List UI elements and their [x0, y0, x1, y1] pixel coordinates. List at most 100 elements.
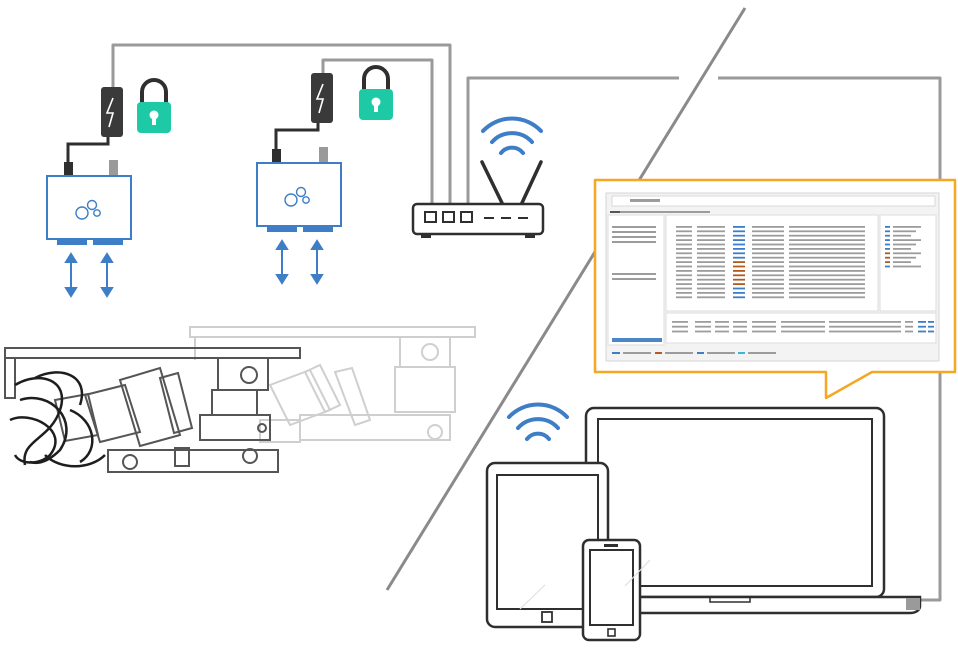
padlock-icon: [137, 78, 171, 133]
ui-line: [697, 283, 725, 285]
ui-line: [789, 283, 865, 285]
ui-line: [697, 296, 725, 299]
ui-line: [733, 261, 745, 263]
ui-line: [789, 287, 865, 290]
power-supply-icon: [311, 73, 333, 123]
ui-line: [893, 252, 921, 255]
ui-line: [752, 287, 784, 290]
ui-line: [676, 283, 692, 285]
ui-table-lines: [676, 226, 865, 299]
ui-line: [781, 330, 825, 333]
ui-line: [752, 296, 784, 299]
ui-line: [733, 239, 745, 241]
ui-line: [885, 230, 890, 233]
ui-line: [789, 278, 865, 281]
ui-line: [789, 230, 865, 233]
ui-line: [752, 265, 784, 268]
ui-line: [789, 234, 865, 237]
ui-line: [676, 230, 692, 233]
ui-line: [752, 230, 784, 233]
ui-line: [905, 321, 913, 323]
ui-line: [752, 226, 784, 228]
dc-plug: [272, 149, 281, 163]
ui-line: [893, 234, 911, 237]
ui-line: [733, 226, 745, 228]
ui-line: [676, 243, 692, 246]
ui-line: [893, 230, 916, 233]
ui-line: [676, 239, 692, 241]
ui-line: [733, 265, 745, 268]
ui-line: [789, 248, 865, 250]
ui-line: [752, 325, 776, 328]
ui-line: [697, 352, 704, 354]
ui-line: [612, 352, 620, 354]
ui-line: [676, 252, 692, 255]
bidirectional-arrow-icon: [275, 239, 324, 285]
ui-line: [707, 352, 735, 354]
ui-line: [697, 265, 725, 268]
wifi-icon: [481, 116, 543, 155]
ui-line: [676, 261, 692, 263]
ui-line: [676, 226, 692, 228]
padlock-icon: [359, 65, 393, 120]
ui-line: [752, 261, 784, 263]
dc-cable: [66, 137, 110, 168]
ui-line: [829, 325, 901, 328]
divider-line: [385, 7, 747, 591]
ui-line: [893, 226, 921, 228]
ui-line: [893, 265, 921, 268]
eth-plug: [319, 147, 328, 163]
ui-line: [789, 226, 865, 228]
ui-line: [715, 325, 729, 328]
ui-line: [733, 256, 745, 259]
ui-line: [697, 243, 725, 246]
ui-line: [715, 330, 729, 333]
ui-line: [885, 234, 890, 237]
ui-line: [733, 321, 747, 323]
ui-line: [789, 261, 865, 263]
ui-line: [733, 274, 745, 277]
ui-line: [695, 330, 711, 333]
power-supply-icon: [101, 87, 123, 137]
ui-line: [697, 252, 725, 255]
controller-box-icon: [46, 175, 132, 245]
ui-line: [918, 330, 926, 333]
ui-line: [789, 265, 865, 268]
ui-line: [676, 278, 692, 281]
ui-line: [781, 321, 825, 323]
ui-line: [752, 274, 784, 277]
ui-line: [697, 230, 725, 233]
bidirectional-arrow-icon: [64, 252, 114, 298]
router-icon: [411, 160, 545, 238]
ui-line: [676, 287, 692, 290]
ui-line: [655, 352, 662, 354]
web-interface-callout: [593, 178, 957, 400]
cable-psu1-to-router: [111, 43, 452, 210]
ui-line: [789, 270, 865, 272]
ui-line: [676, 296, 692, 299]
controller-group-1: [46, 78, 171, 298]
ui-line: [789, 296, 865, 299]
ui-line: [733, 230, 745, 233]
ui-line: [738, 352, 745, 354]
ui-line: [672, 321, 688, 323]
ui-line: [697, 270, 725, 272]
ui-line: [752, 330, 776, 333]
ui-line: [752, 283, 784, 285]
ui-line: [733, 330, 747, 333]
ui-line: [789, 239, 865, 241]
ui-line: [893, 248, 911, 250]
cable-router-to-right: [466, 76, 679, 210]
ui-line: [918, 321, 926, 323]
ui-line: [733, 287, 745, 290]
ui-line: [885, 256, 890, 259]
ui-line: [748, 352, 776, 354]
ui-line: [893, 261, 911, 263]
ui-line: [829, 321, 901, 323]
ui-line: [676, 270, 692, 272]
ui-line: [697, 261, 725, 263]
ui-line: [789, 274, 865, 277]
ui-line: [893, 239, 921, 241]
